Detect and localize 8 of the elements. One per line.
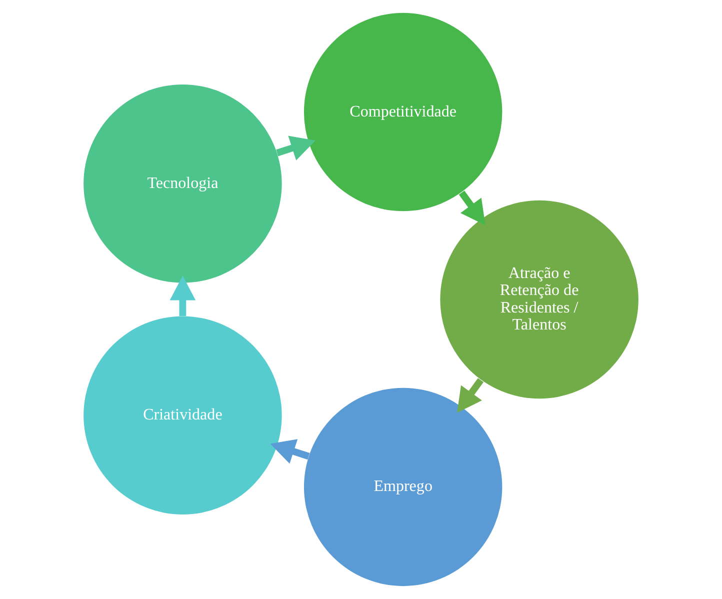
arrow [270,439,310,464]
node-circle: Tecnologia [84,84,282,283]
arrow [457,378,484,413]
node-circle: Criatividade [84,316,282,514]
arrow [276,136,316,160]
node-circle: Emprego [304,388,502,586]
arrow [458,190,486,226]
arrow [170,276,196,316]
